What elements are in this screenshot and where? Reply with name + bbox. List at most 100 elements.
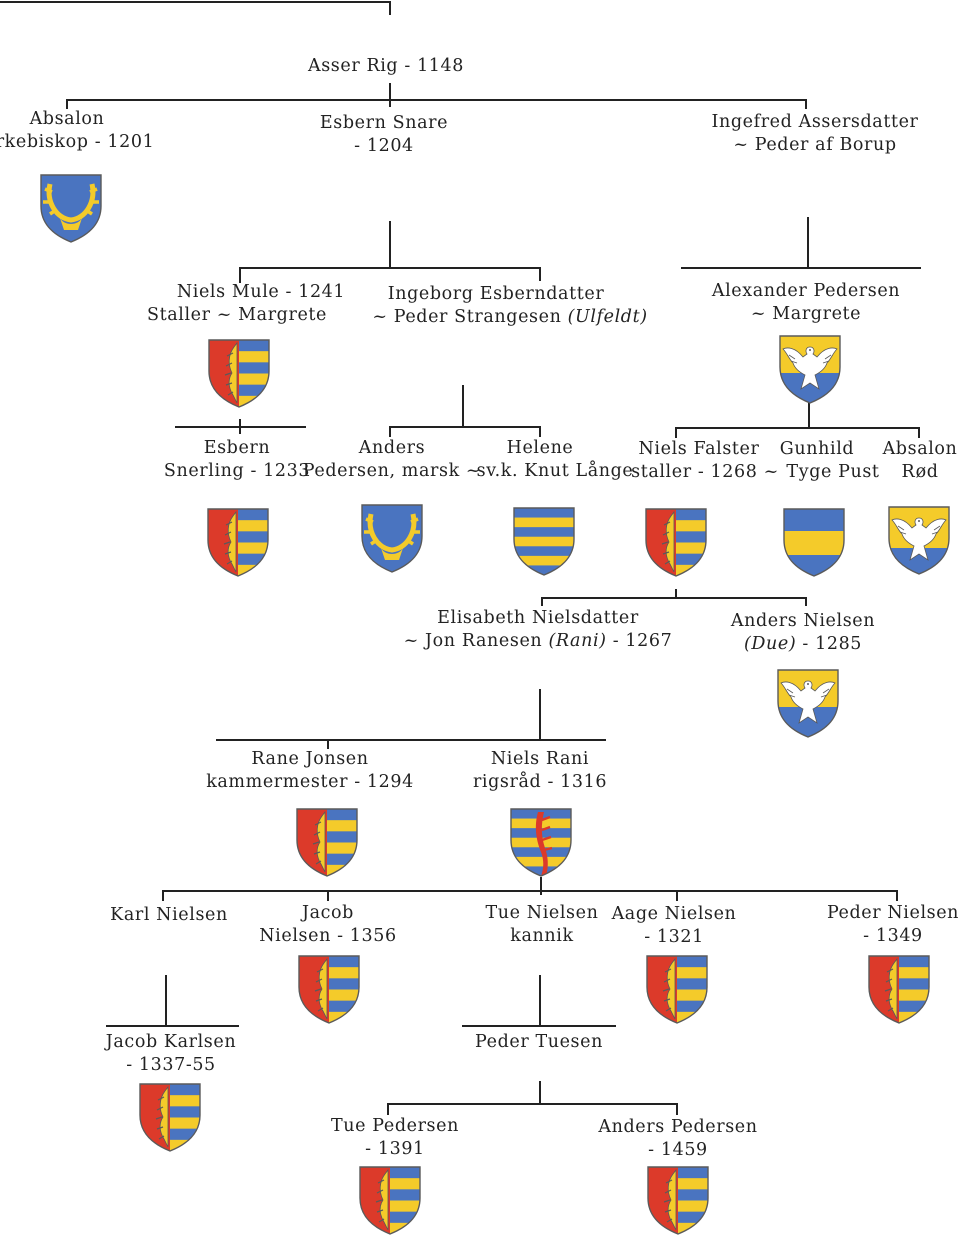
name-line: Niels Falster <box>638 439 760 459</box>
spouse-line: ~ Jon Ranesen (Rani) - 1267 <box>404 630 673 653</box>
coat-of-arms-peder-nielsen-icon <box>868 955 930 1024</box>
spouse-line: sv.k. Knut Långe <box>476 461 634 481</box>
name-line: Absalon <box>882 439 958 459</box>
title-line: Pedersen, marsk ~ <box>302 461 482 481</box>
coat-of-arms-absalon-icon <box>40 174 102 243</box>
person-jacob-nielsen: Jacob Nielsen - 1356 <box>259 902 396 948</box>
title-line: - 1349 <box>863 926 923 946</box>
person-niels-falster: Niels Falster staller - 1268 ~ <box>631 438 779 484</box>
person-esbern-snare: Esbern Snare - 1204 <box>320 112 448 158</box>
name-line: Asser Rig - 1148 <box>307 56 465 76</box>
title-line: Staller ~ Margrete <box>147 305 327 325</box>
name-line: Peder Nielsen <box>826 903 960 923</box>
coat-of-arms-esbern-snerling-icon <box>207 508 269 577</box>
person-gunhild: Gunhild Tyge Pust <box>778 438 879 484</box>
title-line: Rød <box>901 462 939 482</box>
title-line: - 1459 <box>648 1140 708 1160</box>
name-line: Absalon <box>29 109 105 129</box>
person-elisabeth: Elisabeth Nielsdatter ~ Jon Ranesen (Ran… <box>404 607 673 653</box>
title-line: kammermester - 1294 <box>206 772 414 792</box>
name-line: Jacob Karlsen <box>105 1032 237 1052</box>
title-line: (Due) - 1285 <box>731 633 875 656</box>
name-line: Niels Mule - 1241 <box>176 282 346 302</box>
title-line: - 1321 <box>644 927 704 947</box>
coat-of-arms-jacob-karlsen-icon <box>139 1083 201 1152</box>
coat-of-arms-jacob-nielsen-icon <box>298 955 360 1024</box>
coat-of-arms-niels-rani-icon <box>510 808 572 877</box>
name-line: Ingeborg Esberndatter <box>387 284 605 304</box>
person-ingefred: Ingefred Assersdatter ~ Peder af Borup <box>711 111 918 157</box>
person-niels-rani: Niels Rani rigsråd - 1316 <box>473 748 607 794</box>
coat-of-arms-alexander-icon <box>779 335 841 404</box>
name-line: Anders Pedersen <box>598 1117 758 1137</box>
person-tue-nielsen: Tue Nielsen kannik <box>486 902 599 948</box>
name-line: Esbern <box>203 438 271 458</box>
person-absalon: Absalon rkebiskop - 1201 <box>0 108 154 154</box>
spouse-line: Tyge Pust <box>786 462 880 482</box>
person-peder-nielsen: Peder Nielsen - 1349 <box>827 902 959 948</box>
name-line: Jacob <box>301 903 354 923</box>
person-tue-pedersen: Tue Pedersen - 1391 <box>331 1115 459 1161</box>
spouse-line: ~ Peder Strangesen (Ulfeldt) <box>372 306 647 329</box>
coat-of-arms-anders-marsk-icon <box>361 504 423 573</box>
coat-of-arms-niels-mule-icon <box>208 339 270 408</box>
name-line: Peder Tuesen <box>475 1032 603 1052</box>
name-line: Tue Nielsen <box>485 903 599 923</box>
person-anders-marsk: Anders Pedersen, marsk ~ <box>303 437 481 483</box>
name-line: Karl Nielsen <box>110 905 228 925</box>
name-line: Anders <box>358 438 426 458</box>
name-line: Alexander Pedersen <box>711 281 901 301</box>
title-line: rigsråd - 1316 <box>472 772 608 792</box>
coat-of-arms-niels-falster-icon <box>645 508 707 577</box>
spouse-line: ~ Peder af Borup <box>733 135 897 155</box>
coat-of-arms-helene-icon <box>513 507 575 576</box>
name-line: Elisabeth Nielsdatter <box>437 608 639 628</box>
person-alexander: Alexander Pedersen ~ Margrete <box>712 280 900 326</box>
person-ingeborg: Ingeborg Esberndatter ~ Peder Strangesen… <box>372 283 647 329</box>
family-name: (Rani) <box>548 631 607 651</box>
name-line: Rane Jonsen <box>251 749 369 769</box>
top-frame-line <box>0 1 391 15</box>
person-rane-jonsen: Rane Jonsen kammermester - 1294 <box>206 748 414 794</box>
title-line: Snerling - 1233 <box>163 461 311 481</box>
name-line: Helene <box>506 438 574 458</box>
title-line: kannik <box>510 926 574 946</box>
person-absalon-rod: Absalon Rød <box>883 438 958 484</box>
date-text: - 1285 <box>796 634 863 654</box>
person-anders-nielsen: Anders Nielsen (Due) - 1285 <box>731 610 875 656</box>
person-anders-pedersen-1459: Anders Pedersen - 1459 <box>598 1116 757 1162</box>
name-line: Gunhild <box>779 439 855 459</box>
coat-of-arms-tue-pedersen-icon <box>359 1166 421 1235</box>
date-text: - 1267 <box>606 631 673 651</box>
person-esbern-snerling: Esbern Snerling - 1233 <box>164 437 310 483</box>
title-line: Nielsen - 1356 <box>259 926 397 946</box>
family-name: (Ulfeldt) <box>567 307 648 327</box>
coat-of-arms-anders-nielsen-icon <box>777 669 839 738</box>
title-line: - 1337-55 <box>126 1055 216 1075</box>
person-karl-nielsen: Karl Nielsen <box>110 904 228 927</box>
title-line: - 1391 <box>365 1139 425 1159</box>
spouse-line: ~ Margrete <box>750 304 862 324</box>
spouse-name: ~ Jon Ranesen <box>403 631 549 651</box>
spouse-name: ~ Peder Strangesen <box>372 307 568 327</box>
name-line: Niels Rani <box>490 749 590 769</box>
person-peder-tuesen: Peder Tuesen <box>475 1031 603 1054</box>
person-jacob-karlsen: Jacob Karlsen - 1337-55 <box>106 1031 236 1077</box>
family-name: (Due) <box>743 634 797 654</box>
person-aage-nielsen: Aage Nielsen - 1321 <box>612 903 737 949</box>
title-line: staller - 1268 ~ <box>631 462 779 482</box>
coat-of-arms-gunhild-icon <box>783 508 845 577</box>
person-asser-rig: Asser Rig - 1148 <box>308 55 464 78</box>
name-line: Tue Pedersen <box>331 1116 459 1136</box>
title-line: - 1204 <box>354 136 414 156</box>
name-line: Anders Nielsen <box>730 611 876 631</box>
title-line: rkebiskop - 1201 <box>0 132 155 152</box>
coat-of-arms-anders-pedersen-1459-icon <box>647 1166 709 1235</box>
coat-of-arms-aage-nielsen-icon <box>646 955 708 1024</box>
name-line: Ingefred Assersdatter <box>711 112 919 132</box>
person-helene: Helene sv.k. Knut Långe <box>477 437 634 483</box>
person-niels-mule: Niels Mule - 1241 Staller ~ Margrete <box>147 281 345 327</box>
name-line: Aage Nielsen <box>611 904 737 924</box>
name-line: Esbern Snare <box>319 113 449 133</box>
